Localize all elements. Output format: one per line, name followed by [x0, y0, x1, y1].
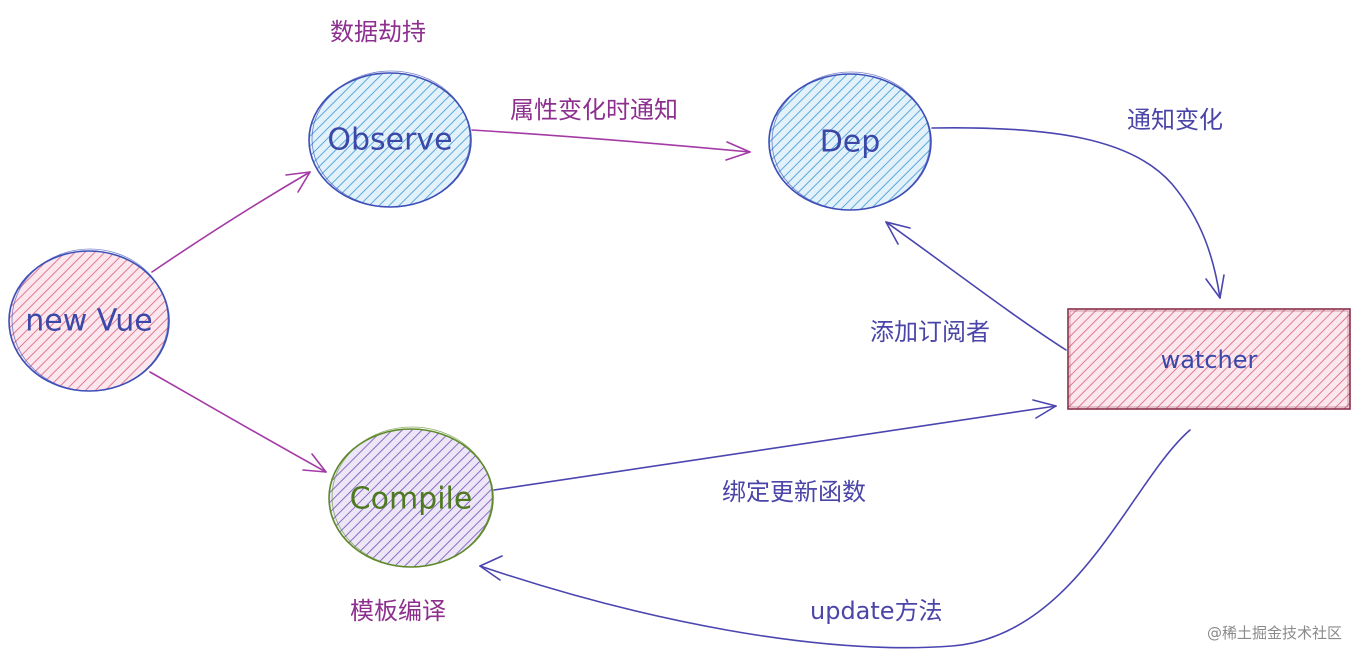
observe-to-dep-label: 属性变化时通知	[510, 96, 678, 124]
observe-label: Observe	[327, 123, 452, 158]
observe-note-label: 数据劫持	[330, 18, 426, 46]
new-vue-label: new Vue	[25, 304, 153, 339]
compile-label: Compile	[350, 482, 473, 517]
arrow-newvue-to-compile	[149, 371, 327, 473]
arrow-watcher-to-compile	[479, 429, 1191, 649]
dep-label: Dep	[820, 125, 881, 160]
new-vue-node: new Vue	[8, 248, 170, 392]
compile-note-label: 模板编译	[350, 597, 446, 625]
arrow-compile-to-watcher	[493, 399, 1057, 491]
compile-to-watcher-label: 绑定更新函数	[722, 478, 866, 506]
dep-to-watcher-label: 通知变化	[1127, 106, 1223, 134]
arrow-observe-to-dep	[471, 129, 751, 161]
watermark: @稀土掘金技术社区	[1207, 624, 1342, 642]
observe-node: Observe	[308, 70, 472, 208]
dep-node: Dep	[768, 71, 932, 211]
watcher-label: watcher	[1161, 346, 1258, 374]
watcher-to-compile-label: update方法	[810, 597, 943, 625]
arrow-watcher-to-dep	[885, 221, 1067, 351]
compile-node: Compile	[328, 426, 494, 568]
watcher-to-dep-label: 添加订阅者	[870, 318, 990, 346]
arrow-newvue-to-observe	[151, 171, 311, 273]
arrow-dep-to-watcher	[931, 126, 1225, 299]
watcher-node: watcher	[1067, 308, 1351, 410]
